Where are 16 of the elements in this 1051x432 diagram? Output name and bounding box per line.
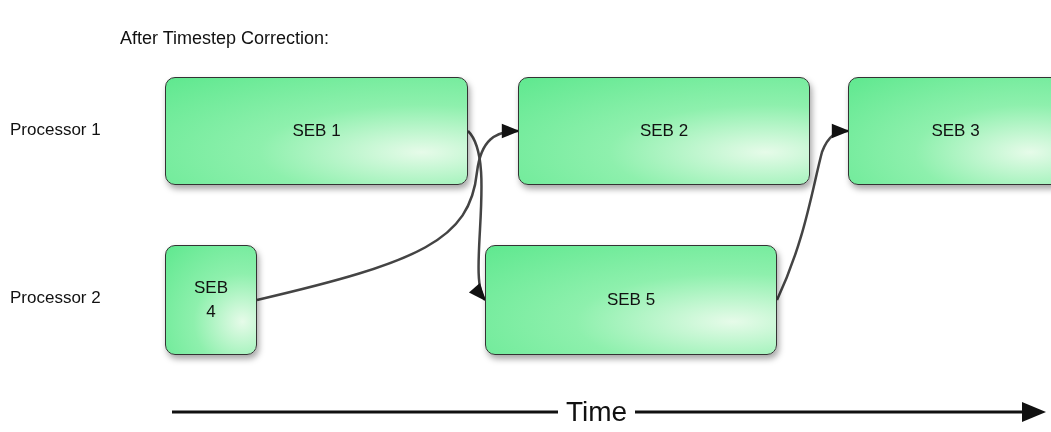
arrow xyxy=(775,124,850,301)
process-box xyxy=(485,245,777,355)
row-label: Processor 2 xyxy=(10,288,101,308)
process-box xyxy=(848,77,1051,185)
arrow xyxy=(466,130,487,302)
box-label: SEB 2 xyxy=(639,121,689,141)
box-label: SEB 3 xyxy=(931,121,980,141)
row-label: Processor 1 xyxy=(10,120,101,140)
process-box xyxy=(165,77,468,185)
arrow xyxy=(256,124,520,302)
process-box xyxy=(518,77,810,185)
box-label: SEB 1 xyxy=(292,121,341,141)
diagram-title: After Timestep Correction: xyxy=(120,28,330,49)
box-label: SEB 4 xyxy=(193,277,229,323)
process-box xyxy=(165,245,257,355)
box-label: SEB 5 xyxy=(606,290,656,310)
